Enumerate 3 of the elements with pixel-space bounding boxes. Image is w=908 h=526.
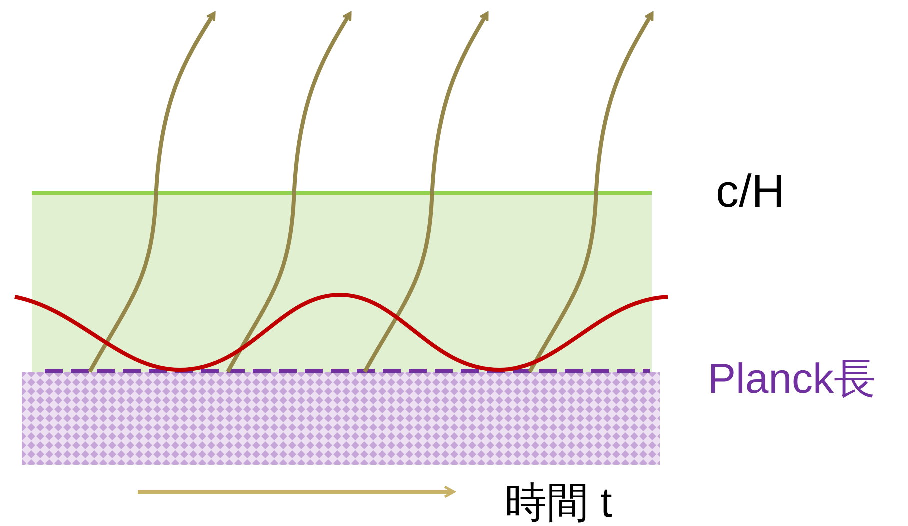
planck-length-label: Planck長 — [708, 358, 876, 400]
hubble-radius-label: c/H — [716, 168, 785, 214]
time-axis-label: 時間 t — [505, 482, 612, 524]
